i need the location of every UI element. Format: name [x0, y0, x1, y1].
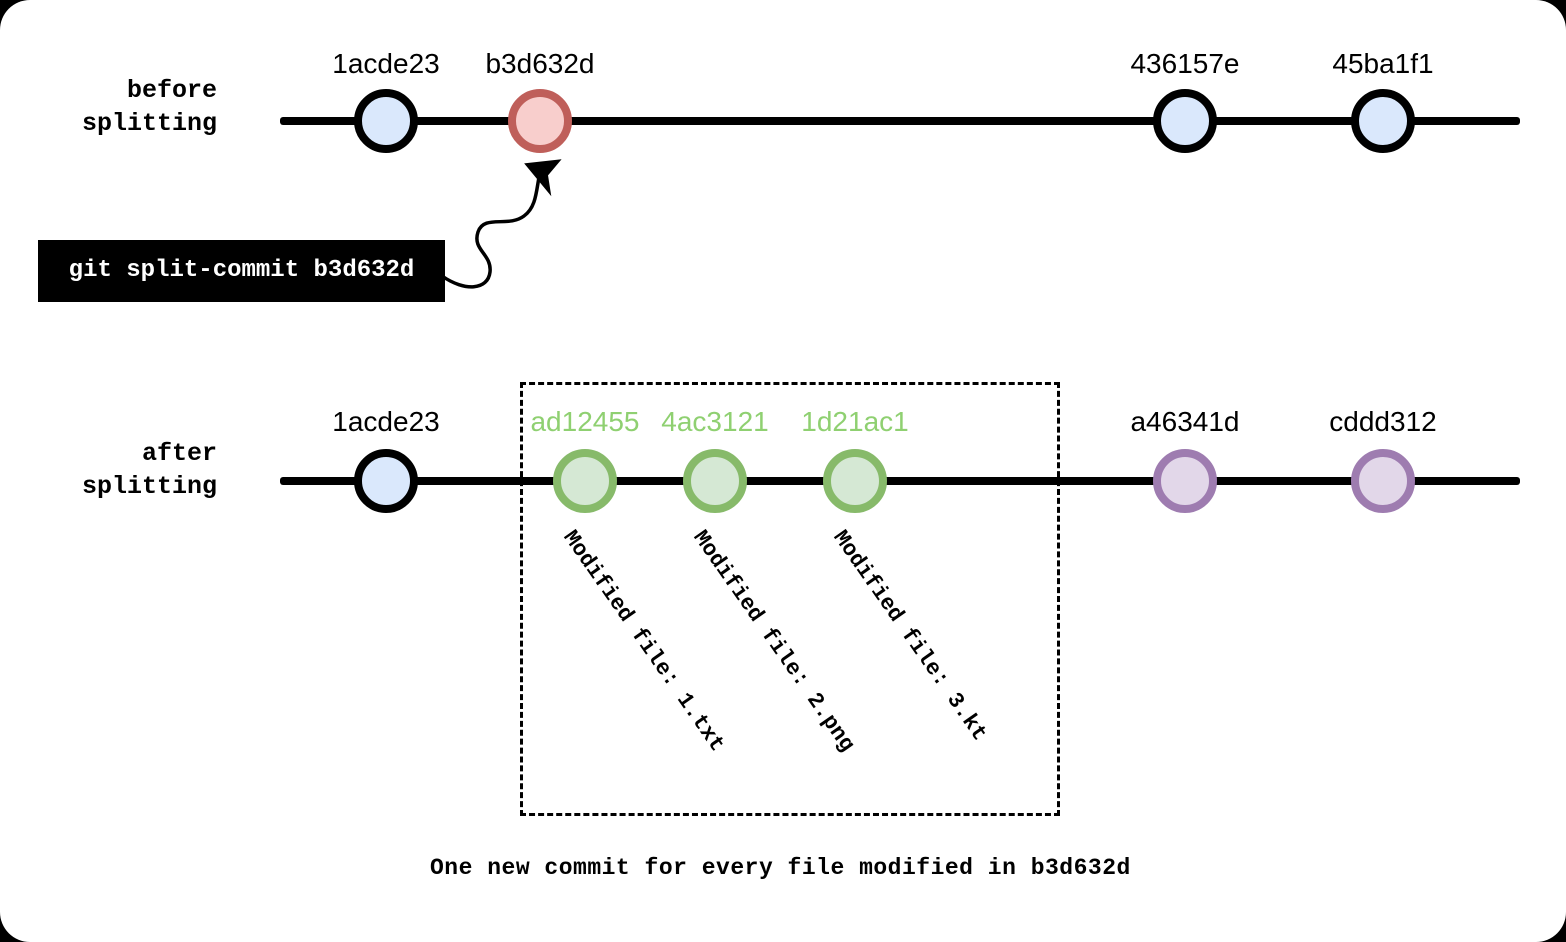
commit-node-1d21ac1 — [823, 449, 887, 513]
before-timeline — [280, 117, 1520, 125]
commit-hash-label: cddd312 — [1329, 406, 1437, 437]
commit-node-a46341d — [1153, 449, 1217, 513]
after-label-line1: after — [141, 439, 217, 468]
commit-hash-label: 45ba1f1 — [1332, 48, 1434, 79]
commit-hash-label: 436157e — [1130, 48, 1240, 79]
commit-node-1acde23-before — [354, 89, 418, 153]
commit-node-1acde23-after — [354, 449, 418, 513]
commit-hash-label-split: 4ac3121 — [661, 406, 769, 437]
diagram-caption: One new commit for every file modified i… — [430, 855, 1131, 881]
commit-node-45ba1f1 — [1351, 89, 1415, 153]
commit-node-ad12455 — [553, 449, 617, 513]
after-label-line2: splitting — [81, 472, 217, 501]
commit-node-436157e — [1153, 89, 1217, 153]
after-splitting-label: after splitting — [40, 437, 217, 503]
commit-hash-label: a46341d — [1130, 406, 1240, 437]
commit-hash-label: 1acde23 — [332, 406, 440, 437]
git-command-box: git split-commit b3d632d — [38, 240, 445, 302]
commit-node-4ac3121 — [683, 449, 747, 513]
commit-hash-label: 1acde23 — [332, 48, 440, 79]
split-commits-group-box — [520, 382, 1060, 816]
git-command-text: git split-commit b3d632d — [68, 257, 415, 284]
before-label-line2: splitting — [81, 109, 217, 138]
commit-hash-label-split: ad12455 — [530, 406, 640, 437]
before-splitting-label: before splitting — [40, 74, 217, 140]
before-label-line1: before — [126, 76, 217, 105]
commit-node-cddd312 — [1351, 449, 1415, 513]
curved-arrow — [441, 159, 562, 289]
commit-node-b3d632d-target — [508, 89, 572, 153]
after-timeline — [280, 477, 1520, 485]
commit-hash-label: b3d632d — [485, 48, 595, 79]
commit-hash-label-split: 1d21ac1 — [801, 406, 909, 437]
